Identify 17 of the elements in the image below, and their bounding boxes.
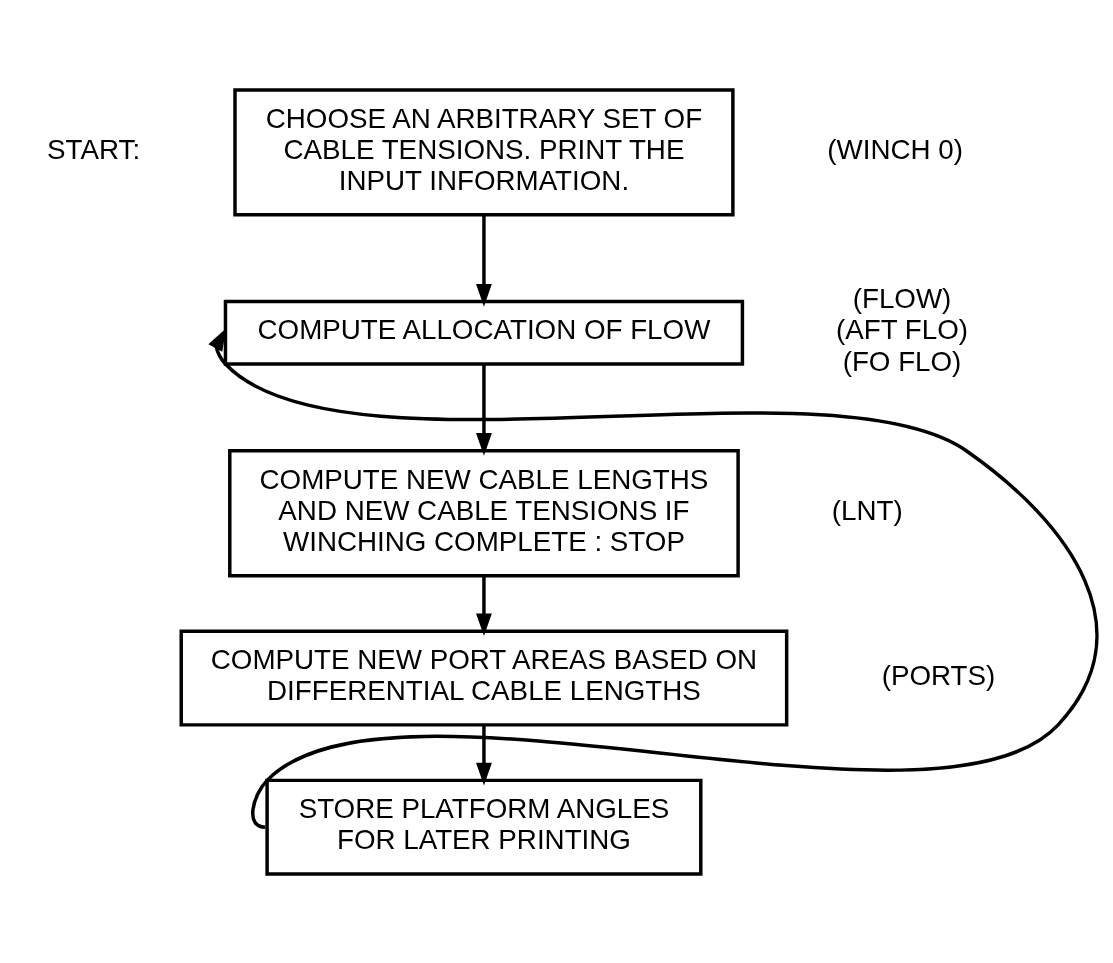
node-box: COMPUTE NEW PORT AREAS BASED ON DIFFERENTIAL CABLE LENGTHS [179, 628, 789, 727]
arrow [208, 327, 1098, 828]
arrow [476, 364, 492, 456]
node-box: COMPUTE ALLOCATION OF FLOW [223, 299, 745, 366]
node-label: (WINCH 0) [827, 133, 963, 165]
arrow [476, 724, 492, 785]
node-label: (FO FLO) [842, 345, 962, 377]
node-label: (PORTS) [881, 659, 996, 691]
node-label: START: [47, 133, 141, 165]
node-label: (FLOW) [852, 282, 952, 314]
node-label: (AFT FLO) [835, 313, 969, 345]
node-box: COMPUTE NEW CABLE LENGTHS AND NEW CABLE TENSIONS IF WINCHING COMPLETE : STOP [228, 448, 740, 577]
node-box: STORE PLATFORM ANGLES FOR LATER PRINTING [265, 778, 703, 876]
arrow [476, 214, 492, 307]
node-box: CHOOSE AN ARBITRARY SET OF CABLE TENSIONS. PRINT THE INPUT INFORMATION. [233, 87, 735, 217]
arrow [476, 575, 492, 636]
node-label: (LNT) [831, 494, 903, 526]
